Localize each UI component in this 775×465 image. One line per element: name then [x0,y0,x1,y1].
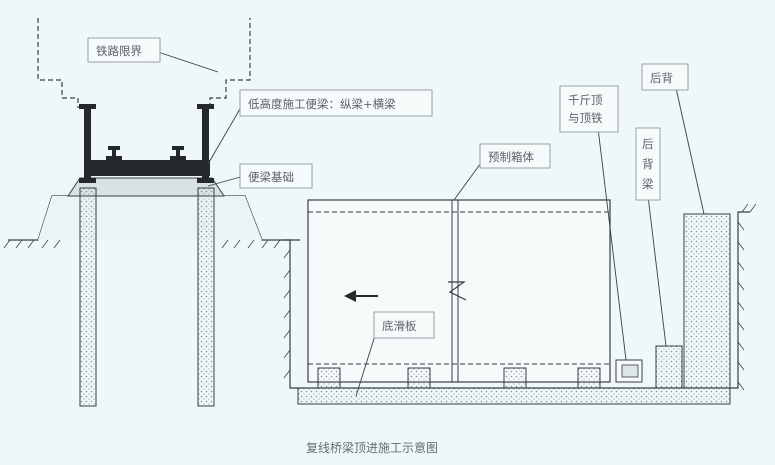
label-railway-clearance-text: 铁路限界 [96,44,142,58]
label-back-beam-char-1: 后 [642,137,654,151]
label-temp-beam-text: 低高度施工便梁：纵梁+横梁 [248,97,396,111]
sliding-plate [297,387,731,405]
label-beam-foundation: 便梁基础 [239,163,313,189]
support-block-3 [503,367,527,389]
pile-right [197,187,215,407]
label-jack-text: 千斤顶 [568,93,603,107]
diagram-caption: 复线桥梁顶进施工示意图 [306,440,438,455]
support-block-1 [317,367,341,389]
label-back-wall-text: 后背 [650,71,673,85]
label-pad-text: 与顶铁 [568,111,603,125]
rail-right [170,146,186,160]
label-back-beam: 后 背 梁 [635,127,661,201]
label-jack-and-pad: 千斤顶 与顶铁 [559,85,619,133]
label-sliding-plate: 底滑板 [373,311,435,339]
precast-box [307,199,611,383]
label-sliding-plate-text: 底滑板 [382,319,417,333]
support-block-2 [407,367,431,389]
label-railway-clearance: 铁路限界 [87,37,161,63]
support-block-4 [577,367,601,389]
pit-wall-hatch [283,203,757,391]
embankment [38,196,262,240]
railway-clearance-outline [37,18,251,108]
label-precast-box: 预制箱体 [479,143,551,169]
pile-left [79,187,97,407]
back-wall [683,213,731,389]
label-back-wall: 后背 [641,63,689,91]
label-temp-beam: 低高度施工便梁：纵梁+横梁 [239,89,433,117]
temp-beam-web-left [84,106,91,182]
jack-inner [621,364,639,378]
label-beam-foundation-text: 便梁基础 [248,170,294,184]
label-back-beam-char-3: 梁 [642,177,654,191]
temp-beam-flange-left-bottom [79,178,96,183]
temp-beam-flange-right-top [197,104,214,109]
back-beam [655,345,683,389]
jacking-direction-arrow [344,290,378,302]
ground-left-hatch [3,239,281,249]
box-break-symbol [448,281,467,301]
temp-beam-main [84,160,210,176]
rail-left [106,146,122,160]
temp-beam-flange-right-bottom [197,178,214,183]
label-precast-box-text: 预制箱体 [488,150,534,164]
temp-beam-flange-left-top [79,104,96,109]
label-back-beam-char-2: 背 [642,157,654,171]
temp-beam-web-right [202,106,209,182]
